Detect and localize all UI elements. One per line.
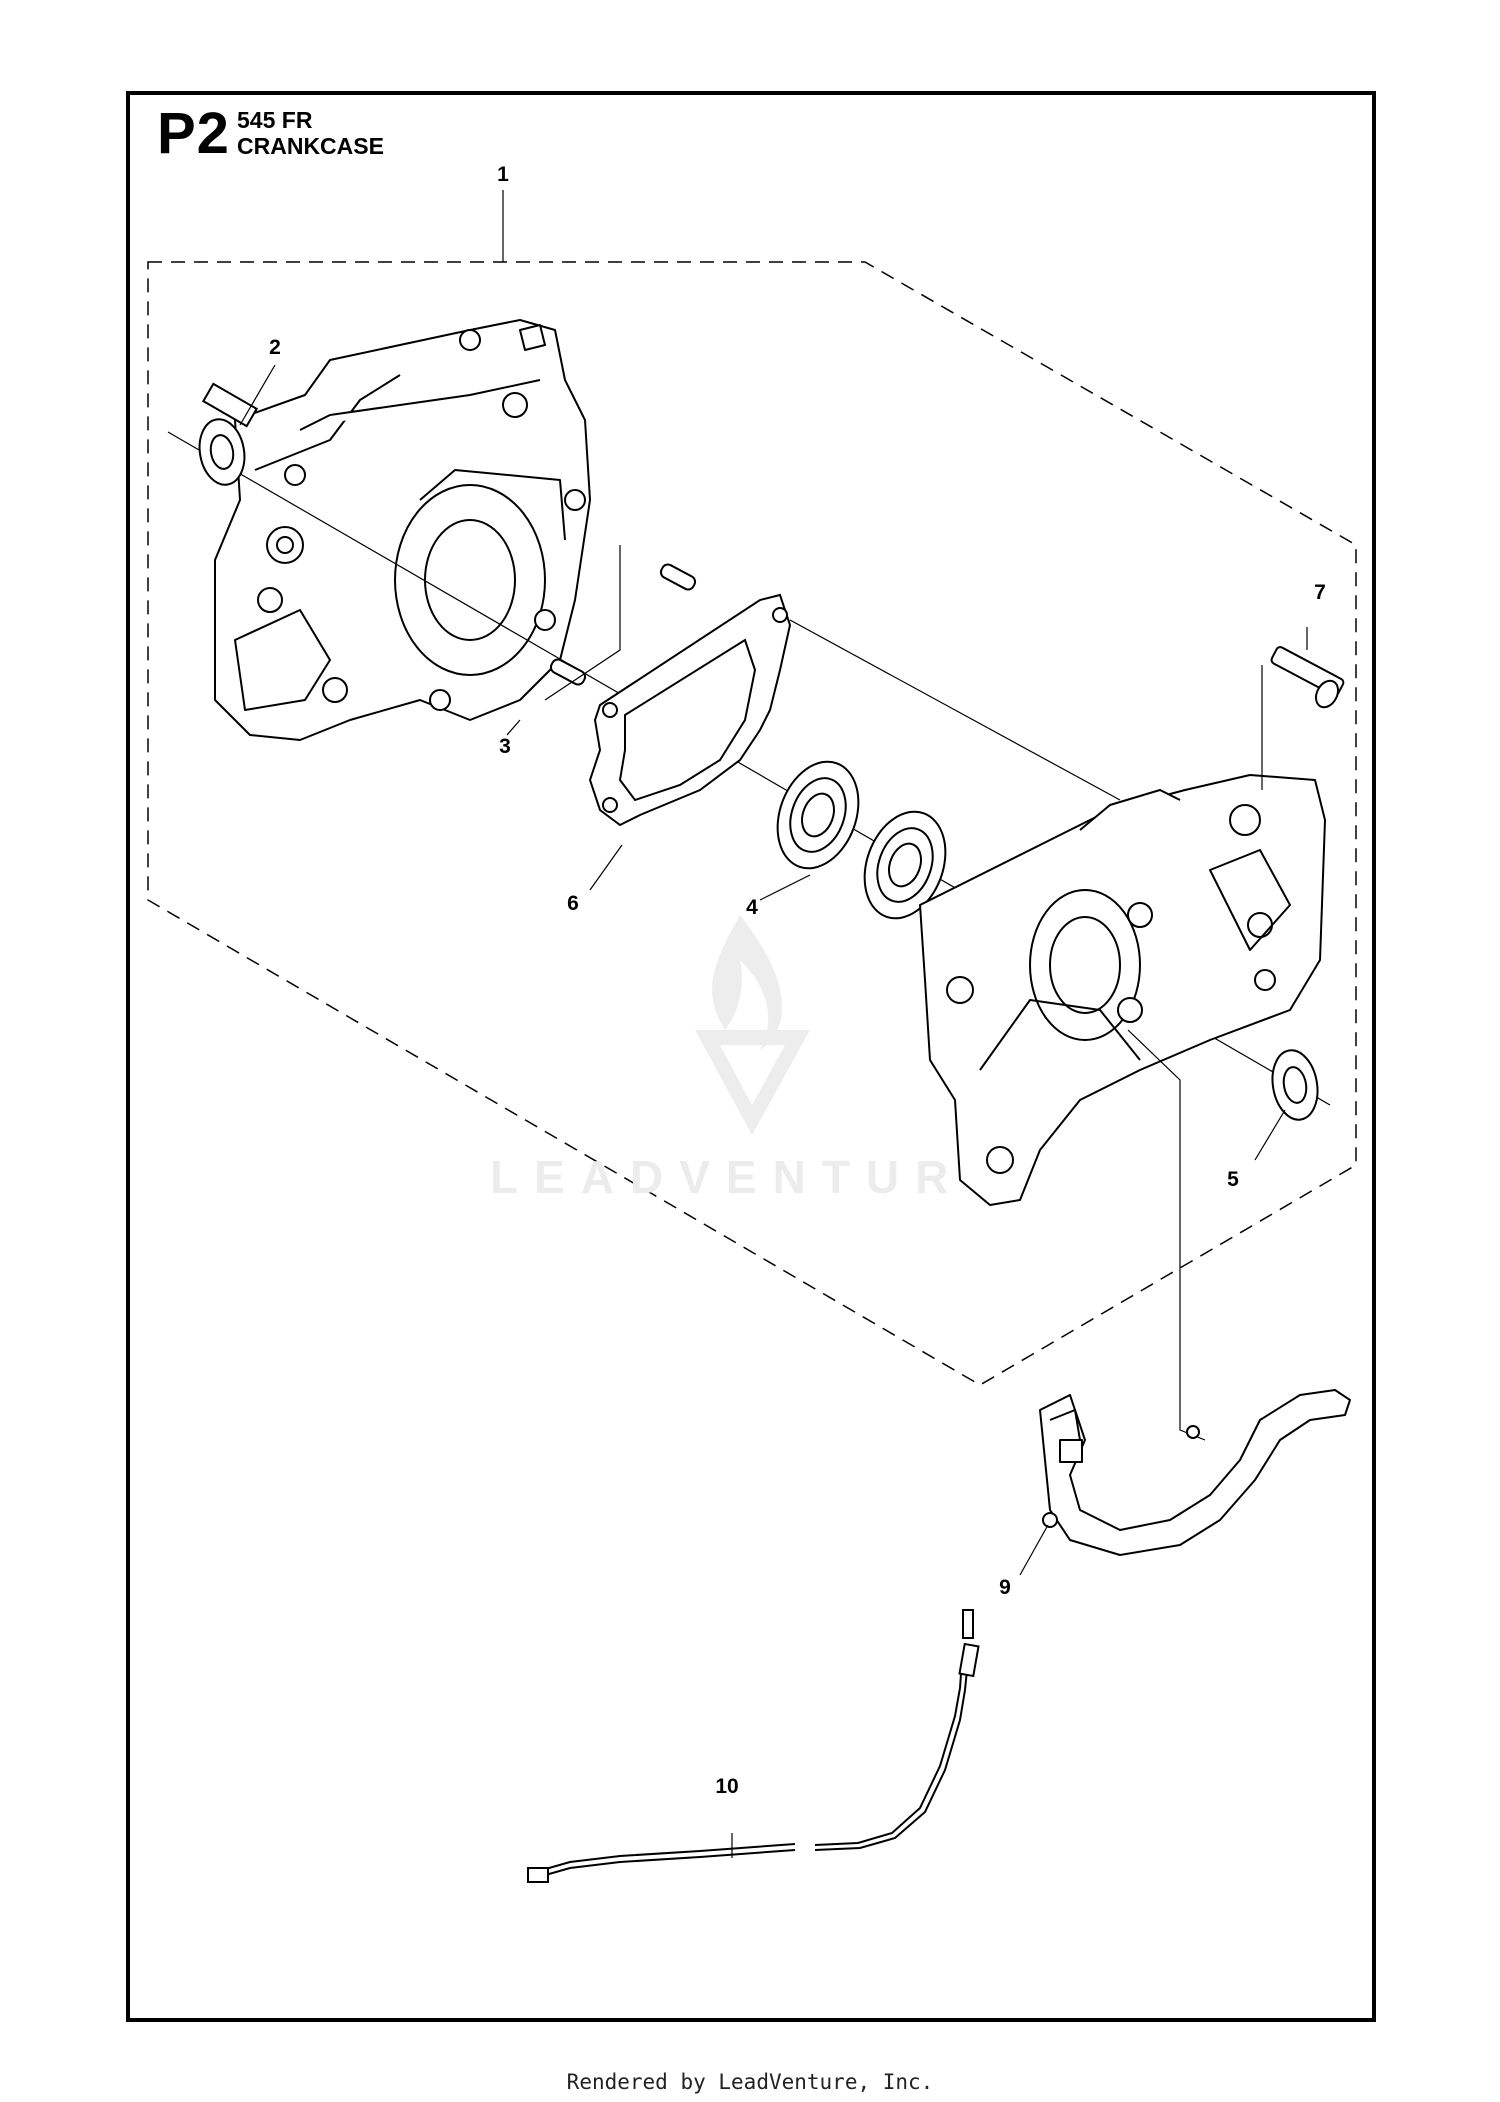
callout-9: 9 xyxy=(999,1576,1011,1599)
callout-3: 3 xyxy=(499,735,511,758)
callout-leaders xyxy=(239,190,1308,1858)
section-title: CRANKCASE xyxy=(237,133,384,159)
callout-2: 2 xyxy=(269,336,281,359)
footer-credit: Rendered by LeadVenture, Inc. xyxy=(566,2070,934,2094)
page-frame xyxy=(126,91,1376,2022)
gasket-6 xyxy=(588,593,792,827)
bracket-9 xyxy=(1039,1389,1351,1556)
pin-leader xyxy=(544,545,621,701)
shaft-stub xyxy=(201,382,259,428)
watermark-text: LEADVENTUR xyxy=(490,1151,965,1203)
bearings-4 xyxy=(776,760,947,920)
callout-4: 4 xyxy=(746,896,758,919)
callout-6: 6 xyxy=(567,892,579,915)
screw-7 xyxy=(1270,646,1345,709)
right-crankcase-half xyxy=(919,774,1326,1206)
callout-1: 1 xyxy=(497,163,509,186)
callout-10: 10 xyxy=(715,1775,739,1798)
cable-10 xyxy=(527,1609,980,1883)
assembly-dashed-outline xyxy=(147,261,1357,1386)
callout-7: 7 xyxy=(1314,581,1326,604)
callout-5: 5 xyxy=(1227,1168,1239,1191)
seal-2 xyxy=(198,418,246,486)
page-code: P2 xyxy=(157,101,230,166)
bracket-leader xyxy=(1127,1029,1206,1441)
left-crankcase-half xyxy=(214,319,591,741)
seal-5 xyxy=(1271,1049,1319,1121)
watermark-logo xyxy=(695,915,810,1135)
model-name: 545 FR xyxy=(237,107,313,133)
